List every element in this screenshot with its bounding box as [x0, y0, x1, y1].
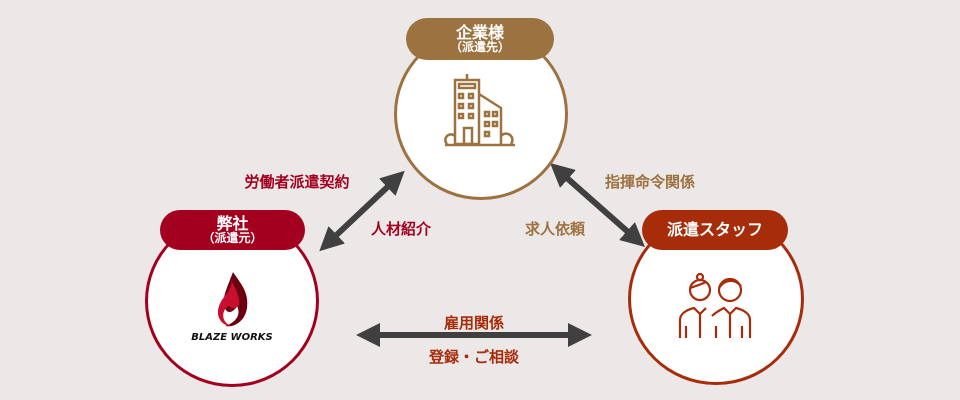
job-request-label: 求人依頼 — [524, 220, 586, 238]
staff-title-badge: 派遣スタッフ — [642, 210, 788, 250]
arrow-company-client — [319, 170, 405, 252]
company-subtitle: （派遣元） — [202, 231, 263, 246]
referral-label: 人材紹介 — [370, 220, 432, 238]
dispatch-contract-label: 労働者派遣契約 — [244, 173, 350, 191]
client-subtitle: （派遣先） — [449, 40, 510, 55]
blaze-works-logo-icon — [217, 272, 248, 327]
arrow-client-staff — [550, 163, 645, 247]
client-title-badge: 企業様 （派遣先） — [406, 18, 554, 60]
building-icon — [444, 74, 515, 147]
logo-text: BLAZE WORKS — [191, 332, 273, 343]
staff-title: 派遣スタッフ — [666, 220, 763, 240]
company-title: 弊社 — [216, 213, 249, 233]
registration-label: 登録・ご相談 — [428, 348, 520, 366]
employment-label: 雇用関係 — [443, 314, 505, 332]
staff-people-icon — [678, 272, 752, 338]
client-title: 企業様 — [455, 22, 504, 42]
company-title-badge: 弊社 （派遣元） — [160, 210, 305, 250]
command-label: 指揮命令関係 — [604, 173, 696, 191]
